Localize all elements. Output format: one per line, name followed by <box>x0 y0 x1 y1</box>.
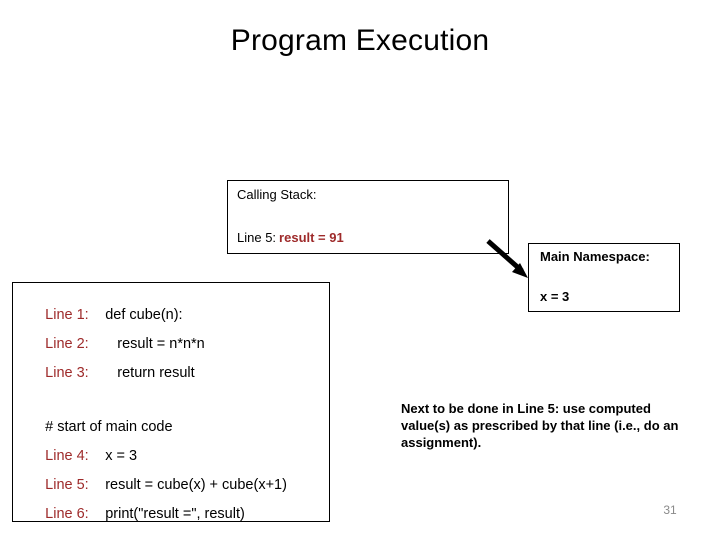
code-line-number-2: Line 2: <box>45 336 89 352</box>
main-namespace-title: Main Namespace: <box>540 249 650 264</box>
page-title: Program Execution <box>230 24 490 57</box>
code-comment-text: # start of main code <box>45 419 173 435</box>
code-line-text-3: return result <box>101 365 195 381</box>
code-line-text-2: result = n*n*n <box>101 336 205 352</box>
calling-stack-frame-label: Line 5: <box>237 230 277 245</box>
calling-stack-box: Calling Stack: Line 5:result = 91 <box>227 180 509 254</box>
code-line-text-4: x = 3 <box>101 448 138 464</box>
code-line-1: Line 1: def cube(n): <box>21 291 183 339</box>
code-line-number-1: Line 1: <box>45 307 89 323</box>
code-line-text-6: print("result =", result) <box>101 506 245 522</box>
calling-stack-frame-value: result = 91 <box>279 230 344 245</box>
explanation-text: Next to be done in Line 5: use computed … <box>401 401 679 450</box>
code-line-number-6: Line 6: <box>45 506 89 522</box>
code-line-4: Line 4: x = 3 <box>21 432 137 480</box>
calling-stack-frame: Line 5:result = 91 <box>237 230 344 245</box>
code-line-text-5: result = cube(x) + cube(x+1) <box>101 477 287 493</box>
main-namespace-box: Main Namespace: x = 3 <box>528 243 680 312</box>
code-line-number-4: Line 4: <box>45 448 89 464</box>
code-line-number-5: Line 5: <box>45 477 89 493</box>
code-line-6: Line 6: print("result =", result) <box>21 490 245 538</box>
code-line-number-3: Line 3: <box>45 365 89 381</box>
code-line-3: Line 3: return result <box>21 349 195 397</box>
code-line-2: Line 2: result = n*n*n <box>21 320 205 368</box>
main-namespace-binding: x = 3 <box>540 289 570 304</box>
code-comment-line: # start of main code <box>21 403 173 451</box>
code-listing-box: Line 1: def cube(n): Line 2: result = n*… <box>12 282 330 522</box>
code-line-text-1: def cube(n): <box>101 307 183 323</box>
code-line-5: Line 5: result = cube(x) + cube(x+1) <box>21 461 287 509</box>
page-number: 31 <box>663 503 677 517</box>
calling-stack-title: Calling Stack: <box>237 187 317 202</box>
